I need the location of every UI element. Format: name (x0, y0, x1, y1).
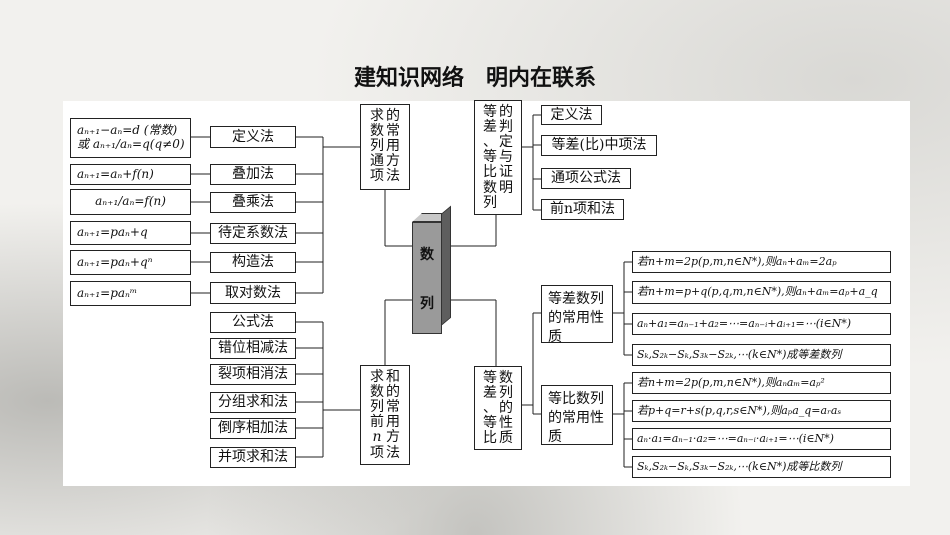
formula-text: aₙ₊₁=paₙ+qⁿ (77, 254, 153, 269)
sum-method-box: 错位相减法 (210, 338, 296, 359)
category-proof: 等差、等比数列 的判定与证明 (474, 100, 522, 215)
formula-box: aₙ₊₁=paₙᵐ (70, 281, 191, 306)
formula-text: aₙ₊₁=aₙ+f(n) (77, 166, 154, 181)
method-box: 定义法 (210, 126, 296, 148)
formula-line: 或 aₙ₊₁/aₙ=q(q≠0) (77, 137, 185, 151)
sum-method-box: 并项求和法 (210, 447, 296, 468)
vertical-text: 的常用方法 (386, 108, 400, 185)
formula-box: aₙ₊₁=paₙ+q (70, 221, 191, 245)
center-label: 列 (420, 295, 434, 312)
sum-method-box: 分组求和法 (210, 392, 296, 413)
formula-line: aₙ₊₁−aₙ=d (常数) (77, 123, 178, 138)
pillar-side (441, 205, 451, 326)
sum-method-box: 裂项相消法 (210, 364, 296, 385)
formula-box: aₙ₊₁/aₙ=f(n) (70, 189, 191, 215)
proof-method-box: 定义法 (541, 105, 602, 125)
central-pillar: 数 列 (412, 222, 442, 334)
formula-text: aₙ₊₁=paₙᵐ (77, 285, 138, 300)
method-box: 构造法 (210, 252, 296, 273)
proof-method-box: 等差(比)中项法 (541, 135, 657, 156)
arith-properties-label: 等差数列的常用性质 (541, 285, 613, 345)
method-box: 取对数法 (210, 282, 296, 304)
formula-box-definition: aₙ₊₁−aₙ=d (常数) 或 aₙ₊₁/aₙ=q(q≠0) (70, 118, 191, 158)
arith-property-row: 若n+m=p+q(p,q,m,n∈N*),则aₙ+aₘ=aₚ+a_q (632, 281, 891, 304)
category-properties: 等差、等比 数列的性质 (474, 366, 522, 450)
arith-property-row: 若n+m=2p(p,m,n∈N*),则aₙ+aₘ=2aₚ (632, 251, 891, 273)
arith-property-row: Sₖ,S₂ₖ−Sₖ,S₃ₖ−S₂ₖ,⋯(k∈N*)成等差数列 (632, 344, 891, 366)
vertical-text: 求数列通项 (370, 108, 384, 185)
vertical-text: 等差、等比数列 (483, 104, 497, 211)
proof-method-box: 通项公式法 (541, 168, 631, 189)
method-box: 叠加法 (210, 164, 296, 185)
vertical-text: 数列的性质 (499, 370, 513, 447)
geo-property-row: 若p+q=r+s(p,q,r,s∈N*),则aₚa_q=aᵣaₛ (632, 400, 891, 422)
arith-property-row: aₙ+a₁=aₙ₋₁+a₂=⋯=aₙ₋ᵢ+aᵢ₊₁=⋯(i∈N*) (632, 313, 891, 335)
vertical-text: 的判定与证明 (499, 104, 513, 196)
formula-box: aₙ₊₁=paₙ+qⁿ (70, 250, 191, 275)
center-label: 数 (420, 246, 434, 263)
formula-box: aₙ₊₁=aₙ+f(n) (70, 164, 191, 185)
formula-text: aₙ₊₁/aₙ=f(n) (95, 194, 166, 209)
geo-property-row: aₙ·a₁=aₙ₋₁·a₂=⋯=aₙ₋ᵢ·aᵢ₊₁=⋯(i∈N*) (632, 428, 891, 450)
sum-method-box: 倒序相加法 (210, 418, 296, 439)
page-title: 建知识网络 明内在联系 (353, 66, 596, 91)
method-box: 叠乘法 (210, 192, 296, 213)
category-general-term: 求数列通项 的常用方法 (360, 104, 410, 190)
method-box: 待定系数法 (210, 223, 296, 244)
sum-method-box: 公式法 (210, 312, 296, 333)
formula-text: aₙ₊₁=paₙ+q (77, 225, 148, 240)
vertical-text: 和的常用方法 (386, 369, 400, 461)
vertical-text: 等差、等比 (483, 370, 497, 447)
geo-property-row: 若n+m=2p(p,m,n∈N*),则aₙaₘ=aₚ² (632, 372, 891, 394)
geo-properties-label: 等比数列的常用性质 (541, 385, 613, 445)
geo-property-row: Sₖ,S₂ₖ−Sₖ,S₃ₖ−S₂ₖ,⋯(k∈N*)成等比数列 (632, 456, 891, 478)
proof-method-box: 前n项和法 (541, 199, 624, 220)
